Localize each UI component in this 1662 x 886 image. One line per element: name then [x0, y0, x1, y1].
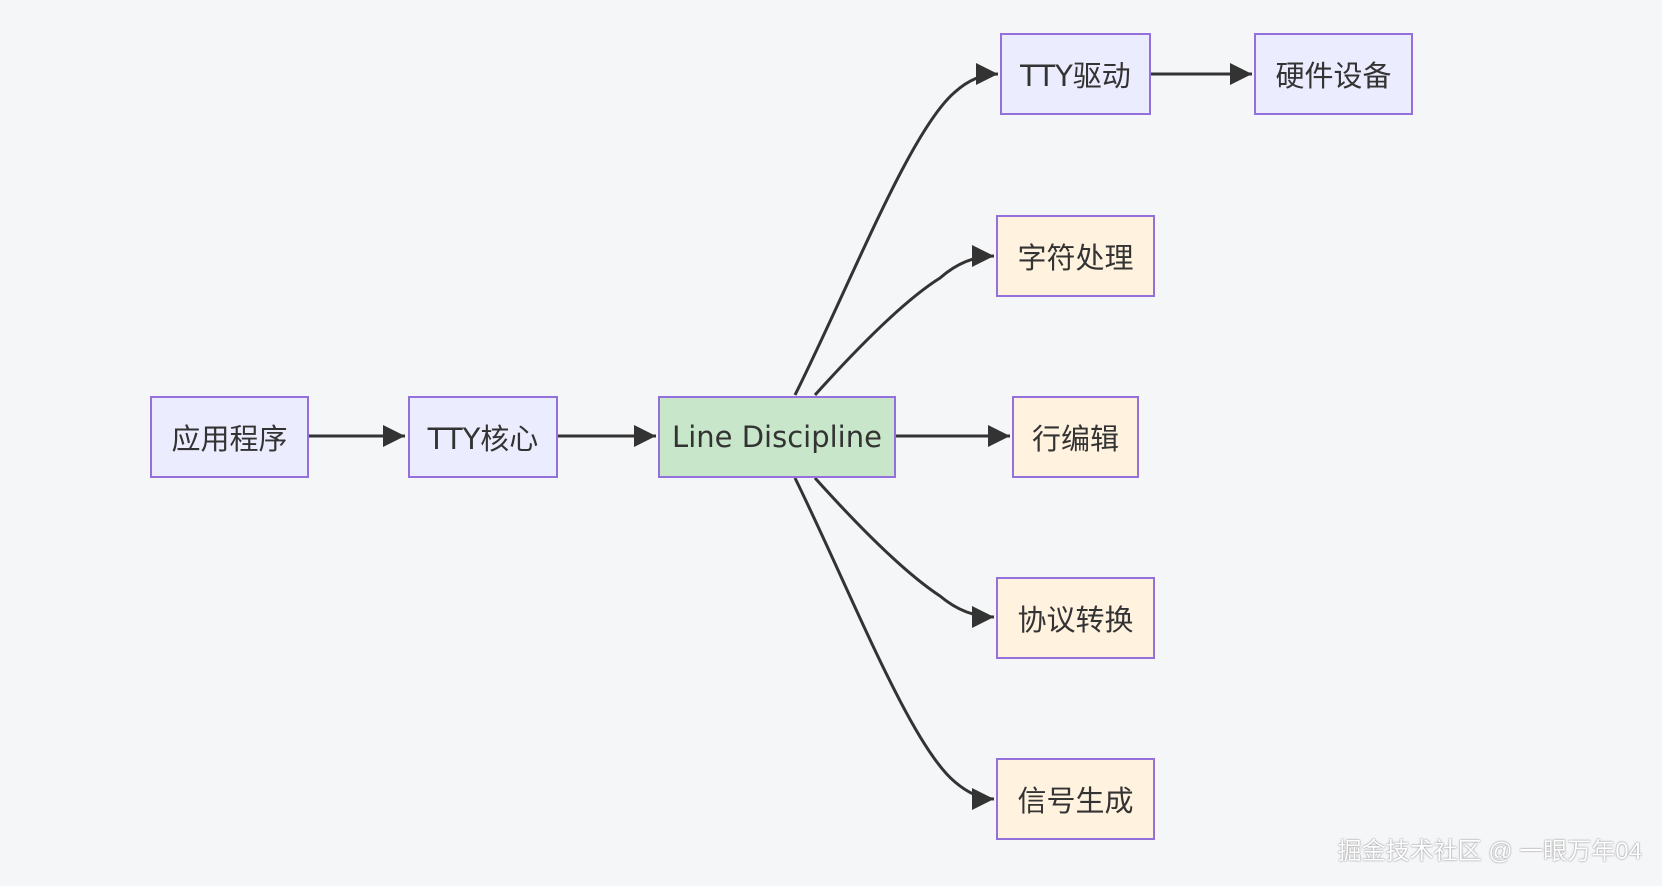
node-line-editing: 行编辑 — [1012, 396, 1139, 478]
node-hardware-label: 硬件设备 — [1275, 59, 1392, 93]
watermark: 掘金技术社区 @ 一眼万年04 — [1337, 838, 1642, 865]
node-line-editing-label: 行编辑 — [1031, 422, 1119, 456]
node-hardware: 硬件设备 — [1254, 33, 1413, 115]
node-protocol-conversion: 协议转换 — [996, 577, 1155, 659]
node-tty-driver: TTY驱动 — [1000, 33, 1151, 115]
edge-line-discipline-to-tty-driver — [793, 63, 999, 396]
node-app: 应用程序 — [150, 396, 309, 478]
node-signal-generation: 信号生成 — [996, 758, 1155, 840]
node-tty-core-label: TTY核心 — [427, 422, 539, 456]
node-char-processing-label: 字符处理 — [1017, 241, 1134, 275]
node-app-label: 应用程序 — [171, 422, 288, 456]
node-line-discipline-label: Line Discipline — [672, 420, 882, 454]
node-tty-driver-label: TTY驱动 — [1020, 59, 1131, 93]
edge-line-discipline-to-protocol-conversion — [813, 476, 995, 628]
node-line-discipline: Line Discipline — [658, 396, 896, 478]
edge-line-discipline-to-char-processing — [813, 245, 995, 397]
node-signal-generation-label: 信号生成 — [1017, 784, 1134, 818]
edge-line-discipline-to-signal-generation — [793, 477, 995, 810]
node-tty-core: TTY核心 — [408, 396, 558, 478]
node-protocol-conversion-label: 协议转换 — [1017, 603, 1134, 637]
node-char-processing: 字符处理 — [996, 215, 1155, 297]
